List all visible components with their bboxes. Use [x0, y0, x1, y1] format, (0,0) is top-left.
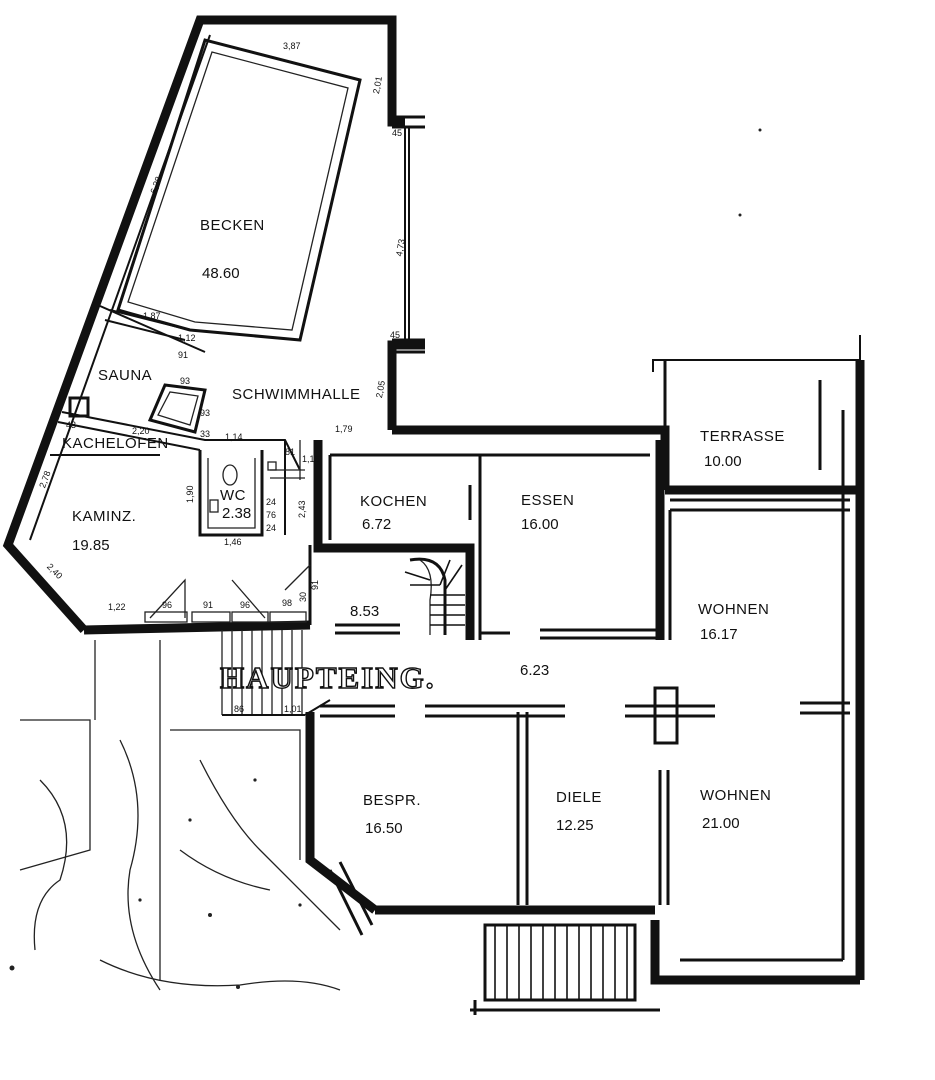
outer-walls	[2, 15, 865, 985]
room-terrasse-label: TERRASSE	[700, 428, 785, 445]
door-swings	[144, 564, 311, 623]
dim-notch-top: 45	[392, 128, 402, 138]
entrance-label: HAUPTEING.	[220, 660, 436, 695]
dim-wc-top: 1,14	[225, 432, 243, 442]
dim-front-c: 91	[203, 600, 213, 610]
dim-kachel-w: 2,20	[132, 426, 150, 436]
dim-kachel-x: 43	[66, 420, 76, 430]
front-steps	[470, 923, 660, 1015]
dim-kochen-top: 1,79	[335, 424, 353, 434]
room-wohnen-lower-area: 21.00	[702, 815, 740, 832]
dim-front-a: 1,22	[108, 602, 126, 612]
dim-basin-edge: 1,87	[143, 311, 161, 321]
dim-kamin-side: 2,78	[37, 469, 52, 489]
room-diele-label: DIELE	[556, 789, 602, 806]
room-becken-label: BECKEN	[200, 217, 265, 234]
room-kaminz-area: 19.85	[72, 537, 110, 554]
kitchen-dining-walls	[313, 440, 665, 640]
dim-basin-corner: 1,12	[178, 333, 196, 343]
dim-front-e: 98	[282, 598, 292, 608]
staircase	[404, 557, 465, 635]
room-bespr-label: BESPR.	[363, 792, 421, 809]
sauna-block	[50, 305, 305, 537]
room-wohnen-lower-label: WOHNEN	[700, 787, 771, 804]
room-essen-area: 16.00	[521, 516, 559, 533]
dim-right-long: 4,73	[394, 238, 407, 257]
dim-wc-small: 1,15	[302, 454, 320, 464]
dim-right-low: 2,05	[374, 380, 387, 399]
entry-steps	[221, 630, 331, 716]
dim-entry-a: 86	[234, 704, 244, 714]
dim-sauna-d: 33	[200, 429, 210, 439]
dim-notch-mid: 45	[390, 330, 400, 340]
dim-sauna-c: 93	[200, 408, 210, 418]
dim-entry-b: 1,01	[284, 704, 302, 714]
room-wc-label: WC	[220, 487, 246, 504]
dim-kamin-diag: 2,40	[45, 562, 64, 581]
pool-basin	[104, 38, 362, 342]
room-kochen-area: 6.72	[362, 516, 391, 533]
room-kochen-label: KOCHEN	[360, 493, 427, 510]
room-stair-area: 8.53	[350, 603, 379, 620]
dim-front-f: 30	[298, 592, 308, 602]
room-hall-area: 6.23	[520, 662, 549, 679]
room-diele-area: 12.25	[556, 817, 594, 834]
dim-top-width: 3,87	[283, 41, 301, 51]
room-labels: BECKEN 48.60 SAUNA SCHWIMMHALLE KACHELOF…	[62, 217, 785, 837]
dim-wc-bottom: 1,46	[224, 537, 242, 547]
room-wc-area: 2.38	[222, 505, 251, 522]
dim-sauna-b: 93	[180, 376, 190, 386]
living-area-walls	[320, 380, 850, 905]
room-essen-label: ESSEN	[521, 492, 574, 509]
dim-front-d: 96	[240, 600, 250, 610]
dim-wc-h: 1,90	[185, 485, 195, 503]
dim-kochen-side: 2,43	[297, 500, 307, 518]
room-kachelofen-label: KACHELOFEN	[62, 435, 169, 452]
dim-sauna-a: 91	[178, 350, 188, 360]
dim-diag-left: 6,38	[148, 175, 163, 195]
room-wohnen-upper-label: WOHNEN	[698, 601, 769, 618]
garden-sketch	[9, 128, 762, 991]
dim-wc-right: 81	[285, 447, 295, 457]
dim-wc-side-a: 24	[266, 497, 276, 507]
dim-front-b: 96	[162, 600, 172, 610]
room-sauna-label: SAUNA	[98, 367, 152, 384]
dim-wc-side-c: 24	[266, 523, 276, 533]
dim-top-right-drop: 2,01	[371, 76, 384, 95]
dim-wc-side-b: 76	[266, 510, 276, 520]
room-terrasse-area: 10.00	[704, 453, 742, 470]
room-wohnen-upper-area: 16.17	[700, 626, 738, 643]
room-schwimmhalle-label: SCHWIMMHALLE	[232, 386, 361, 403]
room-bespr-area: 16.50	[365, 820, 403, 837]
room-becken-area: 48.60	[202, 265, 240, 282]
dim-front-g: 91	[310, 580, 320, 590]
room-kaminz-label: KAMINZ.	[72, 508, 136, 525]
